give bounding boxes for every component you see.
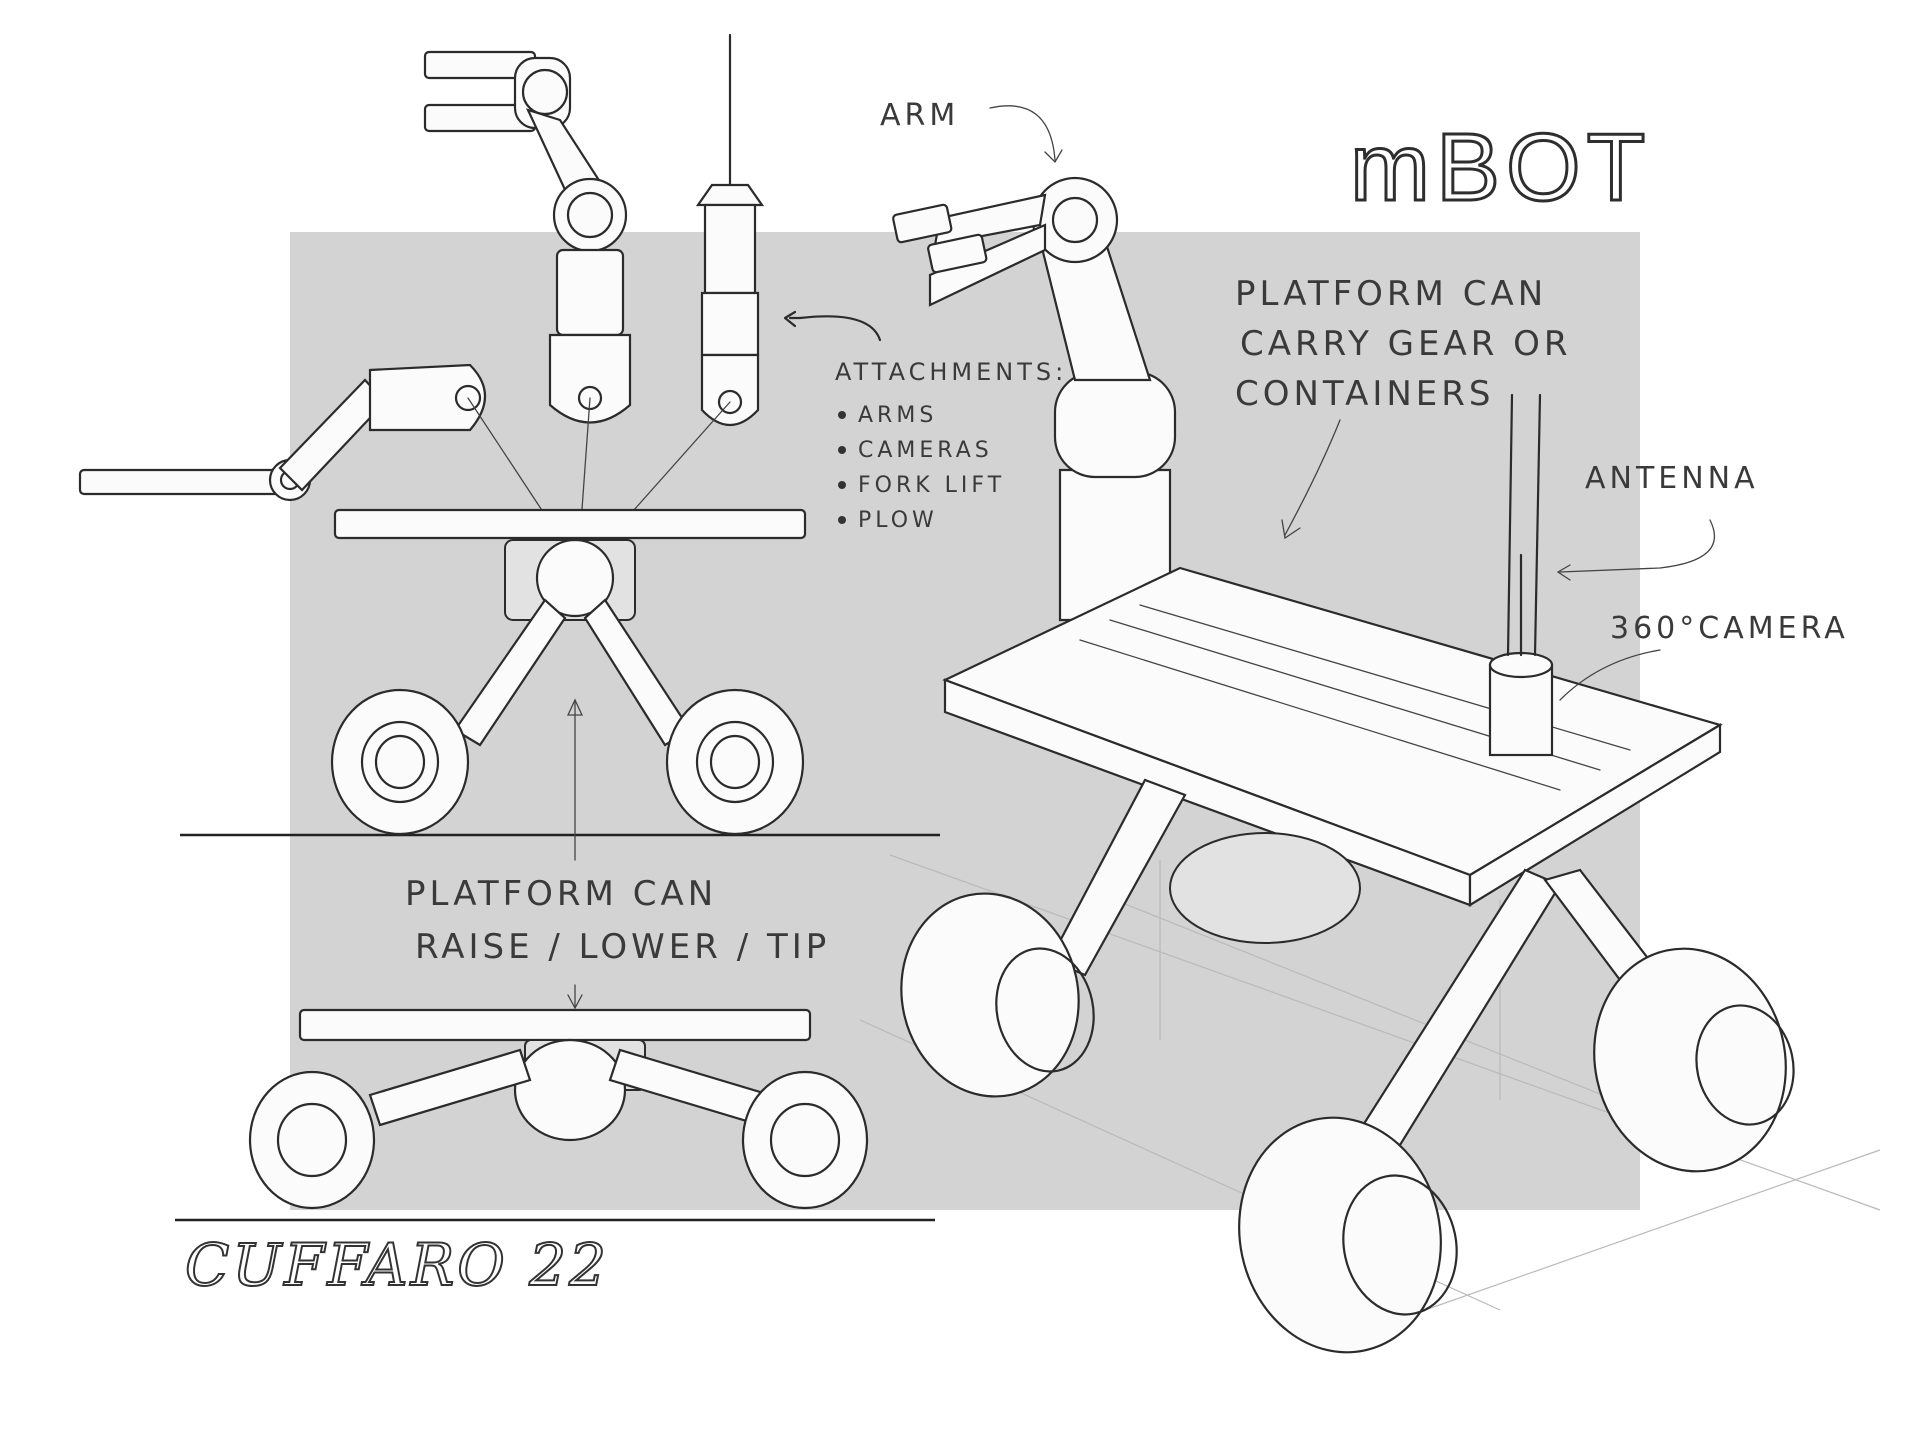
bullet-icon bbox=[838, 481, 846, 489]
arm-label: ARM bbox=[880, 98, 959, 133]
camera-attachment-sketch bbox=[695, 33, 765, 426]
attachment-item-plow: PLOW bbox=[858, 508, 938, 533]
sketch-title: mBOT bbox=[1350, 114, 1651, 221]
side-view-rover-sketch bbox=[248, 984, 869, 1210]
bullet-icon bbox=[838, 411, 846, 419]
perspective-rover-sketch bbox=[892, 176, 1795, 1354]
front-view-rover-sketch bbox=[330, 508, 807, 861]
attachments-list: ATTACHMENTS: ARMS CAMERAS FORK LIFT PLOW bbox=[835, 358, 1067, 533]
antenna-label: ANTENNA bbox=[1585, 461, 1759, 496]
platform-raise-note: PLATFORM CAN RAISE / LOWER / TIP bbox=[405, 874, 830, 967]
platform-carry-note: PLATFORM CAN CARRY GEAR OR CONTAINERS bbox=[1235, 274, 1572, 414]
callout-arrows bbox=[989, 105, 1716, 701]
attachment-item-forklift: FORK LIFT bbox=[858, 473, 1005, 498]
platform-carry-line-3: CONTAINERS bbox=[1235, 374, 1494, 414]
platform-raise-line-1: PLATFORM CAN bbox=[405, 874, 717, 914]
artist-signature: CUFFARO 22 bbox=[185, 1231, 609, 1299]
bullet-icon bbox=[838, 516, 846, 524]
arm-attachment-sketch bbox=[423, 50, 632, 424]
camera-label: 360°CAMERA bbox=[1610, 611, 1849, 646]
forklift-attachment-sketch bbox=[78, 363, 486, 502]
attachment-item-arms: ARMS bbox=[858, 403, 937, 428]
attachments-heading: ATTACHMENTS: bbox=[835, 358, 1067, 386]
platform-carry-line-2: CARRY GEAR OR bbox=[1240, 324, 1572, 364]
platform-carry-line-1: PLATFORM CAN bbox=[1235, 274, 1547, 314]
attachment-item-cameras: CAMERAS bbox=[858, 438, 993, 463]
platform-raise-line-2: RAISE / LOWER / TIP bbox=[415, 927, 830, 967]
bullet-icon bbox=[838, 446, 846, 454]
